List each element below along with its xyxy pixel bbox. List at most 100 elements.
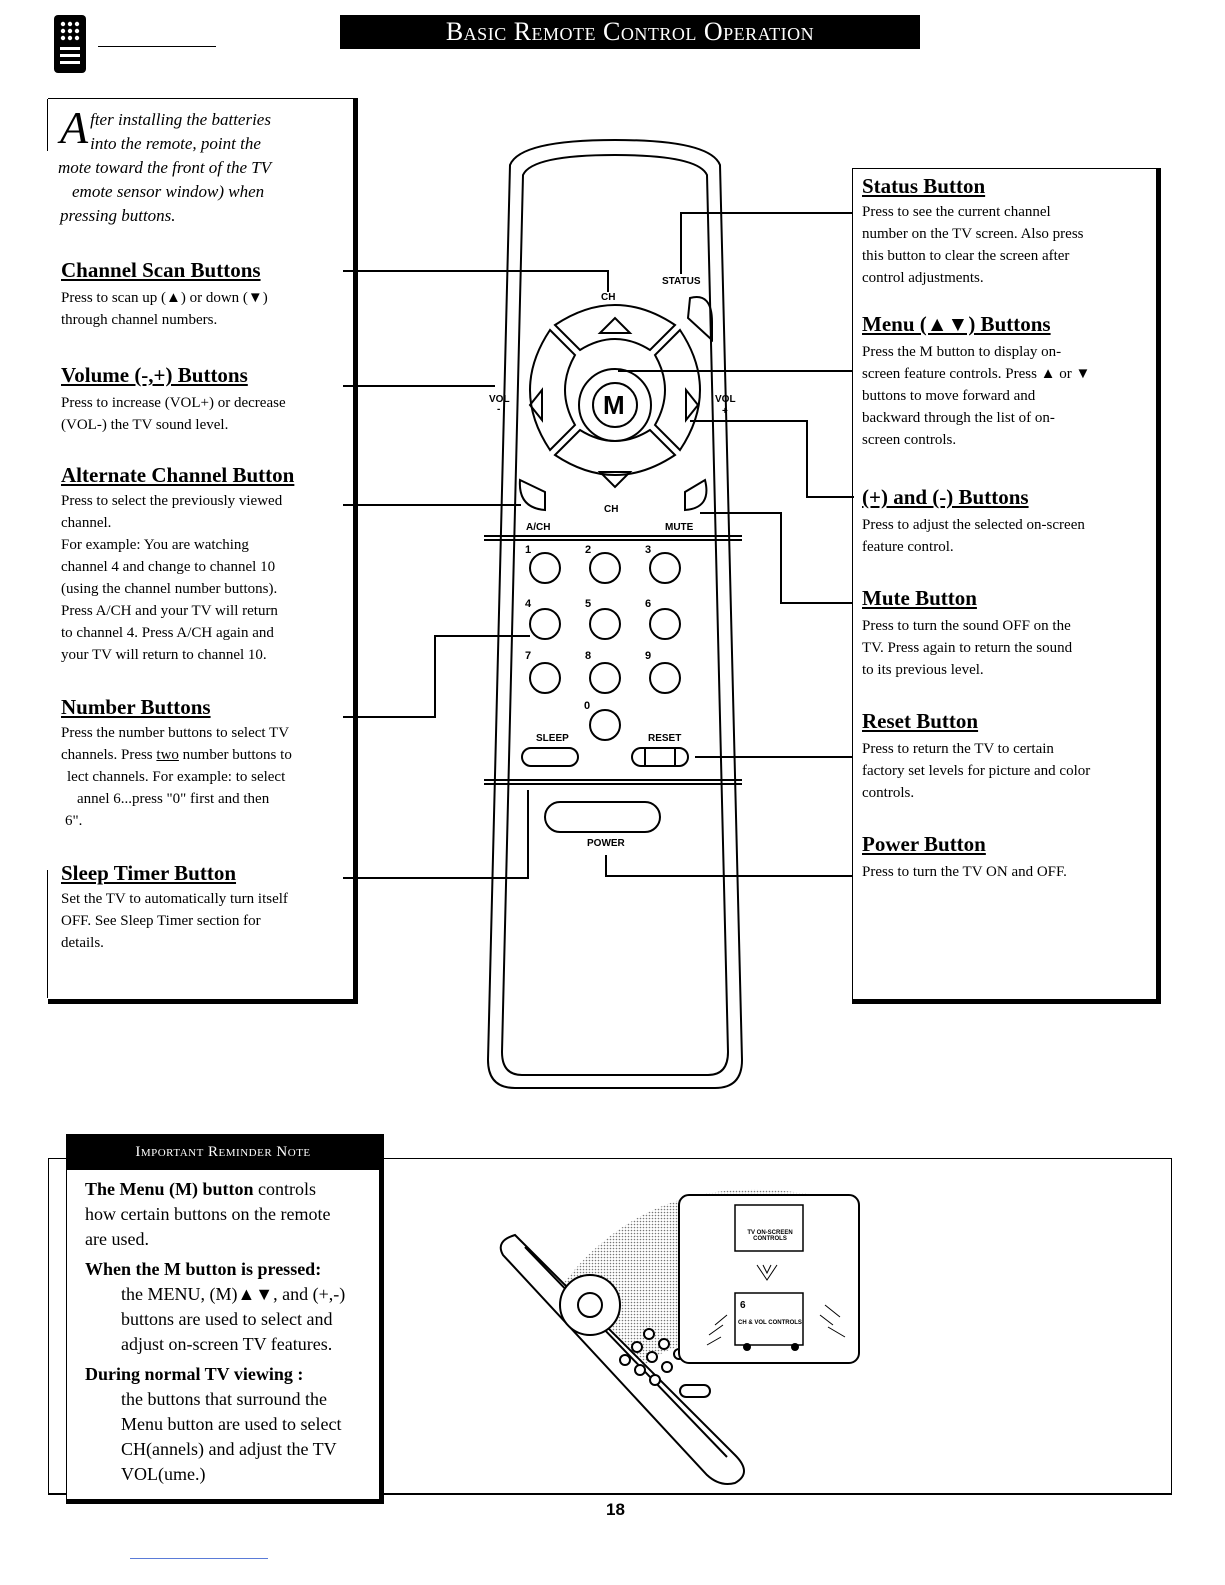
- heading-volume: Volume (-,+) Buttons: [61, 363, 248, 387]
- body-line: For example: You are watching: [61, 537, 249, 553]
- intro-dropcap: A: [60, 102, 89, 153]
- heading-mute: Mute Button: [862, 586, 977, 610]
- heading-reset: Reset Button: [862, 709, 979, 733]
- left-panel: [47, 98, 358, 1004]
- body-line: Press the number buttons to select TV: [61, 725, 290, 741]
- remote-label-mute: MUTE: [665, 522, 694, 533]
- body-line: Press to scan up (▲) or down (▼): [61, 290, 268, 306]
- body-line: your TV will return to channel 10.: [61, 647, 267, 663]
- remote-digit: 6: [645, 598, 652, 610]
- section-mute: Mute Button Press to turn the sound OFF …: [862, 586, 1152, 681]
- body-line: channel 4 and change to channel 10: [61, 559, 276, 575]
- remote-digit: 4: [525, 598, 532, 610]
- reminder-line: the MENU, (M)▲▼, and (+,-): [121, 1284, 346, 1304]
- body-line: channel.: [61, 515, 112, 531]
- section-reset: Reset Button Press to return the TV to c…: [862, 709, 1152, 804]
- body-line: 6".: [65, 813, 83, 829]
- body-text: channels. Press: [61, 747, 157, 763]
- illustration-screen-text: TV ON-SCREEN CONTROLS: [747, 1230, 793, 1242]
- remote-tv-illustration: [499, 1189, 860, 1485]
- remote-label-reset: RESET: [648, 733, 682, 744]
- reminder-panel: [66, 1134, 384, 1504]
- heading-sleep-timer: Sleep Timer Button: [61, 861, 237, 885]
- body-line: to channel 4. Press A/CH again and: [61, 625, 274, 641]
- body-line: Set the TV to automatically turn itself: [61, 891, 288, 907]
- body-line: feature control.: [862, 539, 954, 555]
- intro-text: A fter installing the batteries into the…: [58, 102, 350, 228]
- body-line: lect channels. For example: to select: [67, 769, 286, 785]
- remote-icon: [52, 14, 88, 74]
- section-number-buttons: Number Buttons Press the number buttons …: [61, 695, 346, 832]
- body-line: OFF. See Sleep Timer section for: [61, 913, 261, 929]
- remote-label-ch-bottom: CH: [604, 504, 619, 515]
- body-line: controls.: [862, 785, 915, 801]
- section-alternate-channel: Alternate Channel Button Press to select…: [61, 463, 346, 666]
- remote-illustration: [343, 138, 854, 1089]
- body-line: Press to return the TV to certain: [862, 741, 1054, 757]
- body-line: (VOL-) the TV sound level.: [61, 417, 229, 433]
- remote-label-ach: A/CH: [526, 522, 551, 533]
- remote-label-vol-left: VOL: [489, 394, 510, 405]
- remote-digit: 9: [645, 650, 652, 662]
- heading-number-buttons: Number Buttons: [61, 695, 211, 719]
- footer-rule: [130, 1558, 268, 1559]
- body-line: number on the TV screen. Also press: [862, 226, 1084, 242]
- remote-label-sleep: SLEEP: [536, 733, 569, 744]
- remote-label-vol-right: VOL: [715, 394, 736, 405]
- intro-line: emote sensor window) when: [72, 182, 265, 201]
- remote-digit: 0: [584, 700, 591, 712]
- section-menu: Menu (▲▼) Buttons Press the M button to …: [862, 312, 1152, 451]
- emphasis-two: two: [156, 747, 179, 763]
- remote-digit: 1: [525, 544, 532, 556]
- body-line: Press to adjust the selected on-screen: [862, 517, 1085, 533]
- remote-label-status: STATUS: [662, 276, 701, 287]
- body-line: channels. Press two number buttons to: [61, 744, 346, 766]
- reminder-line: how certain buttons on the remote: [85, 1204, 331, 1224]
- header-rule: [98, 46, 216, 47]
- reminder-line: The Menu (M) button controls: [85, 1177, 377, 1202]
- illustration-channel-number: 6: [740, 1300, 746, 1311]
- intro-line: fter installing the batteries: [90, 110, 271, 129]
- section-power: Power Button Press to turn the TV ON and…: [862, 832, 1152, 883]
- remote-label-vol-right-sign: +: [722, 406, 728, 417]
- m-button[interactable]: M: [603, 390, 625, 420]
- remote-label-ch-top: CH: [601, 292, 616, 303]
- reminder-subhead: When the M button is pressed:: [85, 1259, 322, 1279]
- illustration-screen-text: CH & VOL CONTROLS: [738, 1320, 802, 1326]
- intro-line: pressing buttons.: [60, 206, 176, 225]
- body-line: annel 6...press "0" first and then: [77, 791, 270, 807]
- heading-channel-scan: Channel Scan Buttons: [61, 258, 261, 282]
- reminder-text-span: controls: [253, 1179, 317, 1199]
- intro-line: mote toward the front of the TV: [58, 158, 272, 177]
- section-plus-minus: (+) and (-) Buttons Press to adjust the …: [862, 485, 1152, 558]
- body-line: details.: [61, 935, 104, 951]
- body-line: Press A/CH and your TV will return: [61, 603, 278, 619]
- reminder-line: adjust on-screen TV features.: [121, 1334, 333, 1354]
- body-line: (using the channel number buttons).: [61, 581, 278, 597]
- body-line: TV. Press again to return the sound: [862, 640, 1073, 656]
- page-title: Basic Remote Control Operation: [340, 15, 920, 49]
- reminder-line: Menu button are used to select: [121, 1414, 342, 1434]
- body-line: buttons to move forward and: [862, 388, 1036, 404]
- section-channel-scan: Channel Scan Buttons Press to scan up (▲…: [61, 258, 346, 331]
- body-line: Press to select the previously viewed: [61, 493, 283, 509]
- remote-digit: 8: [585, 650, 592, 662]
- remote-digit: 3: [645, 544, 652, 556]
- reminder-line: the buttons that surround the: [121, 1389, 327, 1409]
- reminder-text: The Menu (M) button controls how certain…: [85, 1177, 377, 1487]
- reminder-box: [48, 1158, 1172, 1495]
- body-line: through channel numbers.: [61, 312, 218, 328]
- reminder-bold: The Menu (M) button: [85, 1179, 254, 1199]
- reminder-subhead: During normal TV viewing :: [85, 1364, 304, 1384]
- body-line: Press the M button to display on-: [862, 344, 1062, 360]
- heading-power: Power Button: [862, 832, 986, 856]
- body-line: screen controls.: [862, 432, 957, 448]
- body-line: Press to turn the TV ON and OFF.: [862, 864, 1067, 880]
- reminder-line: are used.: [85, 1229, 149, 1249]
- body-line: Press to increase (VOL+) or decrease: [61, 395, 286, 411]
- reminder-label: Important Reminder Note: [66, 1134, 380, 1170]
- right-panel: [852, 168, 1161, 1004]
- body-line: to its previous level.: [862, 662, 984, 678]
- body-line: this button to clear the screen after: [862, 248, 1070, 264]
- reminder-line: VOL(ume.): [121, 1464, 206, 1484]
